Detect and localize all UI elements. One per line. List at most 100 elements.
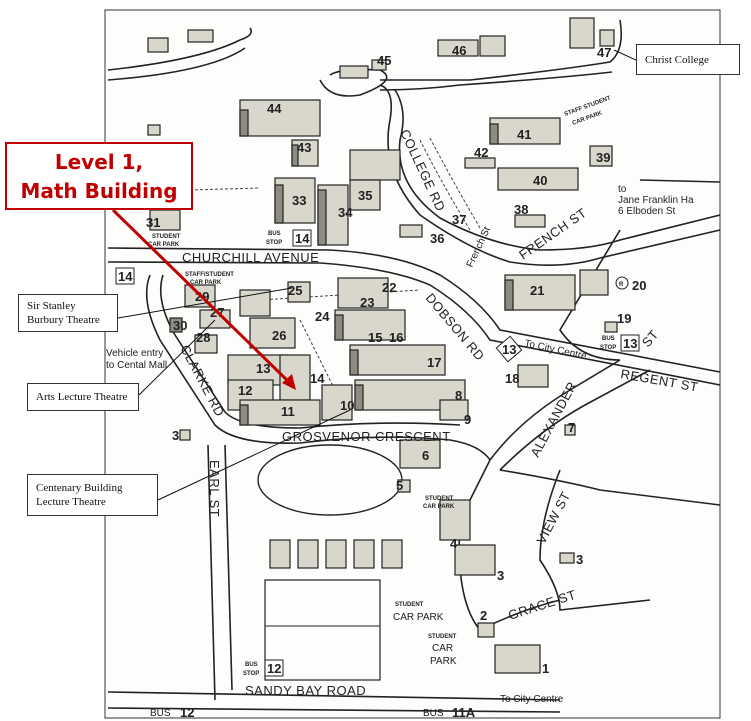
callout-lines bbox=[111, 49, 637, 501]
bus-stops: BUS STOP 14 14 13 BUS STOP 13 BUS STOP 1… bbox=[115, 229, 640, 720]
bus-stop-14: 14 bbox=[295, 231, 310, 246]
building-15: 15 bbox=[368, 330, 382, 345]
building-10: 10 bbox=[340, 398, 354, 413]
jane-franklin-note: to bbox=[618, 184, 627, 195]
building-25: 25 bbox=[288, 283, 302, 298]
building-40: 40 bbox=[533, 173, 547, 188]
roundabout-icon bbox=[615, 276, 629, 290]
callout-arts-lecture-theatre: Arts Lecture Theatre bbox=[27, 383, 139, 411]
building-6: 6 bbox=[422, 448, 429, 463]
building-34: 34 bbox=[338, 205, 353, 220]
building-4: 4 bbox=[450, 536, 458, 551]
building-35: 35 bbox=[358, 188, 372, 203]
jane-franklin-note: 6 Elboden St bbox=[618, 206, 675, 217]
callout-line: Centenary Building bbox=[36, 482, 123, 494]
callout-line: Lecture Theatre bbox=[36, 496, 106, 508]
building-31: 31 bbox=[146, 215, 160, 230]
bus-12-bottom: 12 bbox=[180, 705, 194, 720]
callout-centenary-building: Centenary Building Lecture Theatre bbox=[27, 474, 158, 516]
building-8: 8 bbox=[455, 388, 462, 403]
building-39: 39 bbox=[596, 150, 610, 165]
car-park-label: PARK bbox=[430, 656, 457, 667]
bus-label: BUS bbox=[150, 708, 171, 719]
building-18: 18 bbox=[505, 371, 519, 386]
bus-11a-bottom: 11A bbox=[452, 705, 476, 720]
highlight-arrow-line bbox=[111, 208, 294, 387]
building-9: 9 bbox=[464, 412, 471, 427]
building-47: 47 bbox=[597, 45, 611, 60]
roundabout-label: R bbox=[619, 282, 624, 288]
callout-sir-stanley-burbury-theatre: Sir Stanley Burbury Theatre bbox=[18, 294, 118, 332]
highlight-line-1: Level 1, bbox=[54, 150, 144, 174]
highlight-label-math-building: Level 1, Math Building bbox=[5, 142, 193, 210]
bus-stop-13-right: 13 bbox=[623, 336, 637, 351]
building-5: 5 bbox=[396, 478, 403, 493]
building-30: 30 bbox=[173, 318, 187, 333]
to-city-centre: To City Centre bbox=[500, 694, 564, 705]
building-23: 23 bbox=[360, 295, 374, 310]
street-sandy-bay-road: SANDY BAY ROAD bbox=[245, 683, 366, 698]
building-44: 44 bbox=[267, 101, 282, 116]
notes: To City Centre To City Centre to Jane Fr… bbox=[106, 184, 694, 705]
buildings bbox=[147, 17, 618, 674]
car-park-label: CAR PARK bbox=[148, 242, 180, 248]
bus-stop-12: 12 bbox=[267, 661, 281, 676]
building-1: 1 bbox=[542, 661, 549, 676]
bus-label: BUS bbox=[423, 708, 444, 719]
car-park-label: CAR PARK bbox=[190, 280, 222, 286]
bus-stop-13: 13 bbox=[502, 342, 516, 357]
building-17: 17 bbox=[427, 355, 441, 370]
roads bbox=[107, 19, 721, 713]
building-42: 42 bbox=[474, 145, 488, 160]
stop-label: STOP bbox=[600, 345, 616, 351]
car-park-label: STUDENT bbox=[395, 602, 424, 608]
building-19: 19 bbox=[617, 311, 631, 326]
car-park-label: STUDENT bbox=[428, 634, 457, 640]
building-36: 36 bbox=[430, 231, 444, 246]
building-2: 2 bbox=[480, 608, 487, 623]
building-14: 14 bbox=[310, 371, 325, 386]
building-12: 12 bbox=[238, 383, 252, 398]
building-22: 22 bbox=[382, 280, 396, 295]
callout-line: Sir Stanley bbox=[27, 300, 76, 312]
building-21: 21 bbox=[530, 283, 544, 298]
building-7: 7 bbox=[568, 420, 575, 435]
car-park-label: STUDENT bbox=[425, 496, 454, 502]
car-park-label: CAR PARK bbox=[423, 504, 455, 510]
street-churchill-avenue: CHURCHILL AVENUE bbox=[182, 250, 319, 265]
callout-line: Burbury Theatre bbox=[27, 314, 100, 326]
car-park-label: STUDENT bbox=[152, 234, 181, 240]
building-11: 11 bbox=[281, 404, 295, 419]
building-3: 3 bbox=[497, 568, 504, 583]
street-earl-st: EARL ST bbox=[207, 460, 222, 517]
building-3: 3 bbox=[172, 428, 179, 443]
building-45: 45 bbox=[377, 53, 391, 68]
car-park-label: CAR bbox=[432, 643, 453, 654]
vehicle-entry-note: to Cental Mall bbox=[106, 360, 167, 371]
bus-label: BUS bbox=[602, 336, 615, 342]
building-28: 28 bbox=[196, 330, 210, 345]
building-43: 43 bbox=[297, 140, 311, 155]
bus-label: BUS bbox=[245, 662, 258, 668]
car-park-label: STAFF/STUDENT bbox=[185, 272, 234, 278]
callout-christ-college: Christ College bbox=[636, 44, 740, 75]
building-24: 24 bbox=[315, 309, 330, 324]
highlight-arrow-head bbox=[282, 374, 296, 390]
building-16: 16 bbox=[389, 330, 403, 345]
bus-stop-14-left: 14 bbox=[118, 269, 133, 284]
vehicle-entry-note: Vehicle entry bbox=[106, 348, 163, 359]
stop-label: STOP bbox=[243, 671, 259, 677]
bus-label: BUS bbox=[268, 231, 281, 237]
building-37: 37 bbox=[452, 212, 466, 227]
stop-label: STOP bbox=[266, 240, 282, 246]
building-13: 13 bbox=[256, 361, 270, 376]
building-3: 3 bbox=[576, 552, 583, 567]
highlight-line-2: Math Building bbox=[20, 179, 178, 203]
jane-franklin-note: Jane Franklin Ha bbox=[618, 195, 694, 206]
building-46: 46 bbox=[452, 43, 466, 58]
building-20: 20 bbox=[632, 278, 646, 293]
building-38: 38 bbox=[514, 202, 528, 217]
building-33: 33 bbox=[292, 193, 306, 208]
street-grosvenor-crescent: GROSVENOR CRESCENT bbox=[282, 429, 451, 444]
